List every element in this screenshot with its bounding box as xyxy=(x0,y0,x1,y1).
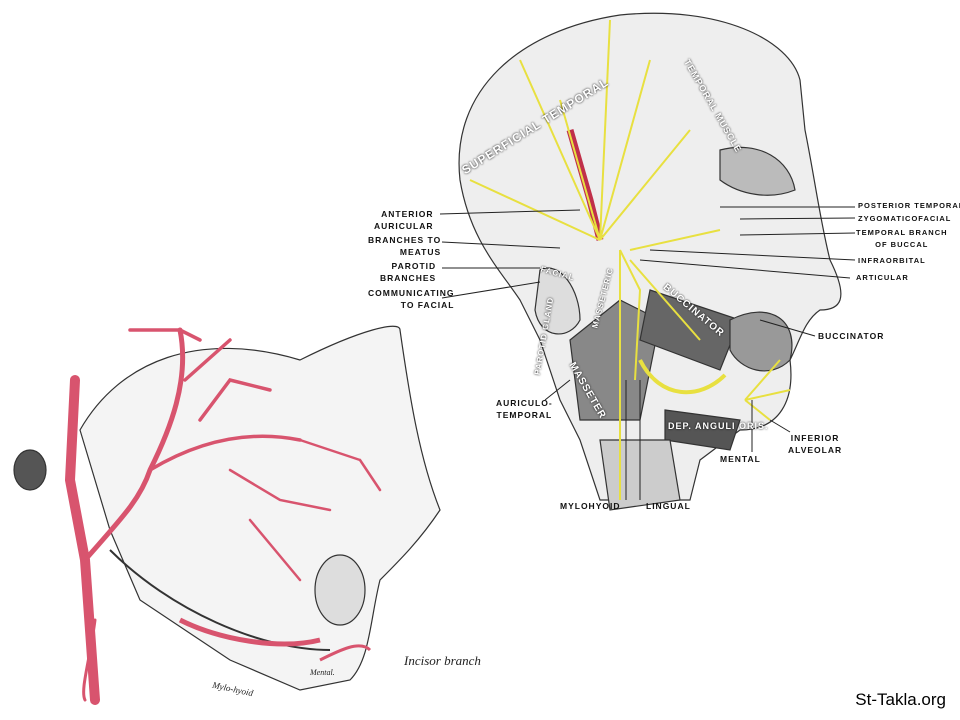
right-head-figure xyxy=(458,12,842,511)
label-mental-left: Mental. xyxy=(310,668,335,677)
artery-branches xyxy=(64,327,382,705)
label-posterior-temporal: POSTERIOR TEMPORAL xyxy=(858,201,960,210)
label-incisor-branch: Incisor branch xyxy=(404,653,481,668)
nerve-branches xyxy=(469,19,791,500)
inline-dep-anguli-oris: DEP. ANGULI ORIS. xyxy=(668,421,769,431)
label-mylohyoid: MYLOHYOID xyxy=(560,501,621,511)
leader-lines xyxy=(439,206,856,500)
watermark: St-Takla.org xyxy=(855,690,946,709)
label-buccinator: BUCCINATOR xyxy=(818,331,885,341)
label-infraorbital: INFRAORBITAL xyxy=(858,256,926,265)
label-articular: ARTICULAR xyxy=(856,273,909,282)
label-lingual: LINGUAL xyxy=(646,501,691,511)
label-mental: MENTAL xyxy=(720,454,761,464)
label-auriculo-temporal: AURICULO-TEMPORAL xyxy=(496,398,553,420)
label-zygomaticofacial: ZYGOMATICOFACIAL xyxy=(858,214,952,223)
